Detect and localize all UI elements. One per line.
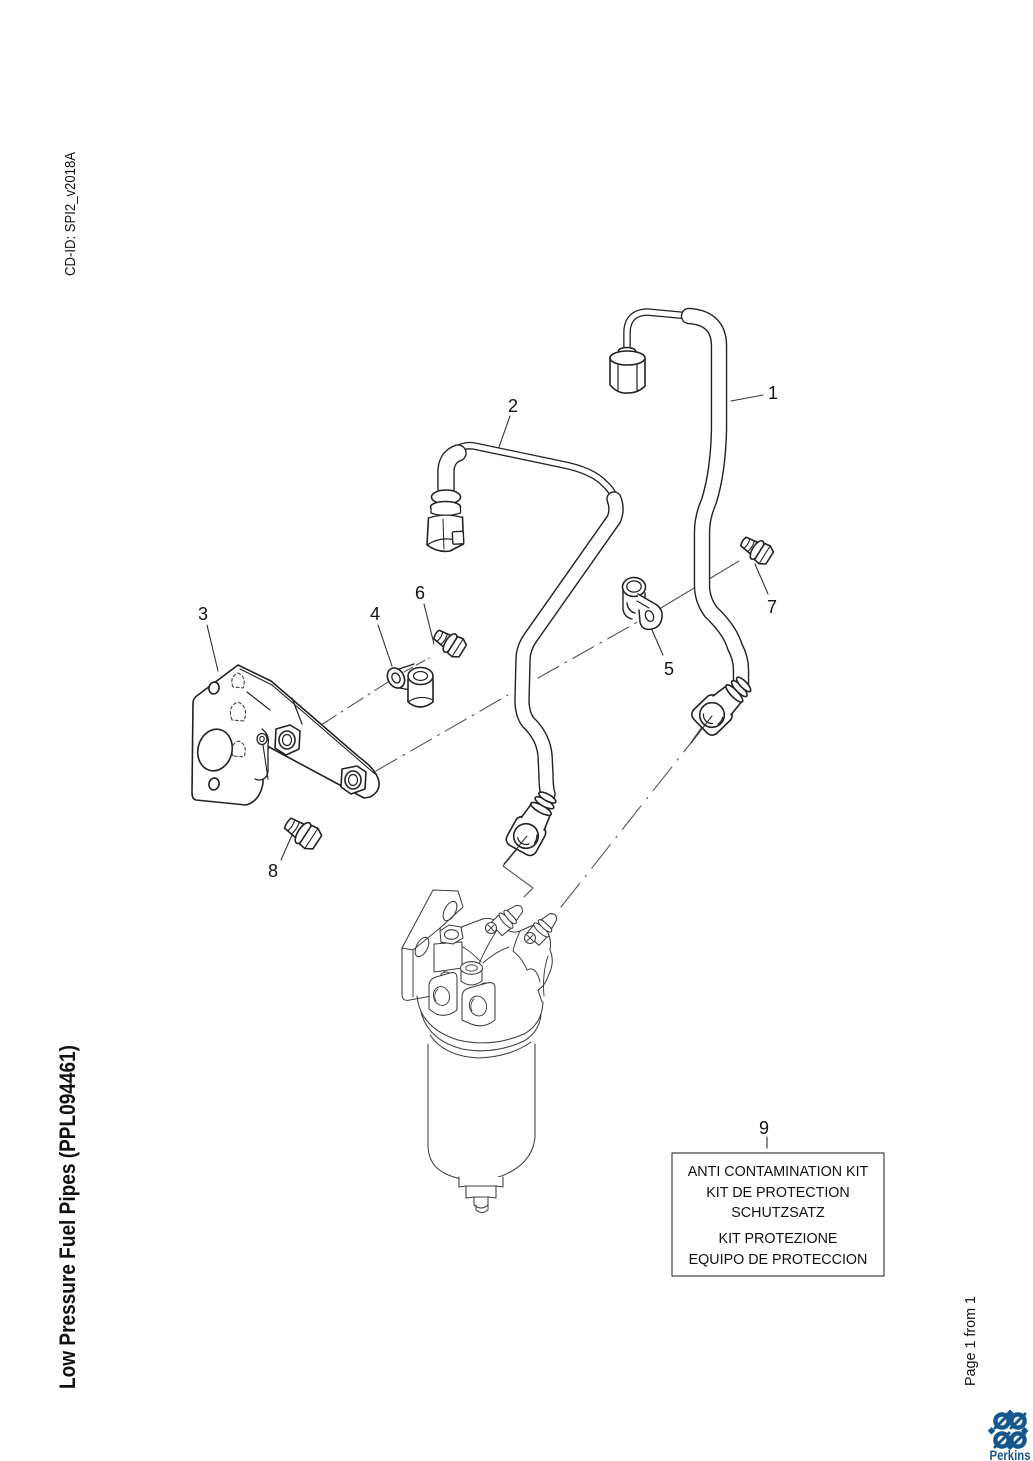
svg-text:KIT PROTEZIONE: KIT PROTEZIONE [719, 1231, 838, 1247]
svg-text:SCHUTZSATZ: SCHUTZSATZ [731, 1205, 825, 1221]
svg-text:4: 4 [370, 604, 380, 624]
svg-text:ANTI CONTAMINATION KIT: ANTI CONTAMINATION KIT [688, 1164, 869, 1180]
svg-text:5: 5 [664, 659, 674, 679]
svg-text:8: 8 [268, 861, 278, 881]
svg-text:Low Pressure Fuel Pipes (PPL09: Low Pressure Fuel Pipes (PPL094461) [55, 1045, 80, 1389]
svg-text:EQUIPO DE PROTECCION: EQUIPO DE PROTECCION [689, 1252, 868, 1268]
svg-text:CD-ID: SPI2_v2018A: CD-ID: SPI2_v2018A [62, 152, 79, 276]
svg-text:9: 9 [759, 1118, 769, 1138]
svg-text:7: 7 [767, 597, 777, 617]
svg-text:2: 2 [508, 396, 518, 416]
svg-text:3: 3 [198, 604, 208, 624]
svg-text:1: 1 [768, 383, 778, 403]
svg-text:KIT DE PROTECTION: KIT DE PROTECTION [706, 1185, 850, 1201]
svg-text:Perkins: Perkins [990, 1448, 1031, 1461]
svg-text:6: 6 [415, 583, 425, 603]
svg-text:Page 1 from 1: Page 1 from 1 [962, 1296, 979, 1386]
